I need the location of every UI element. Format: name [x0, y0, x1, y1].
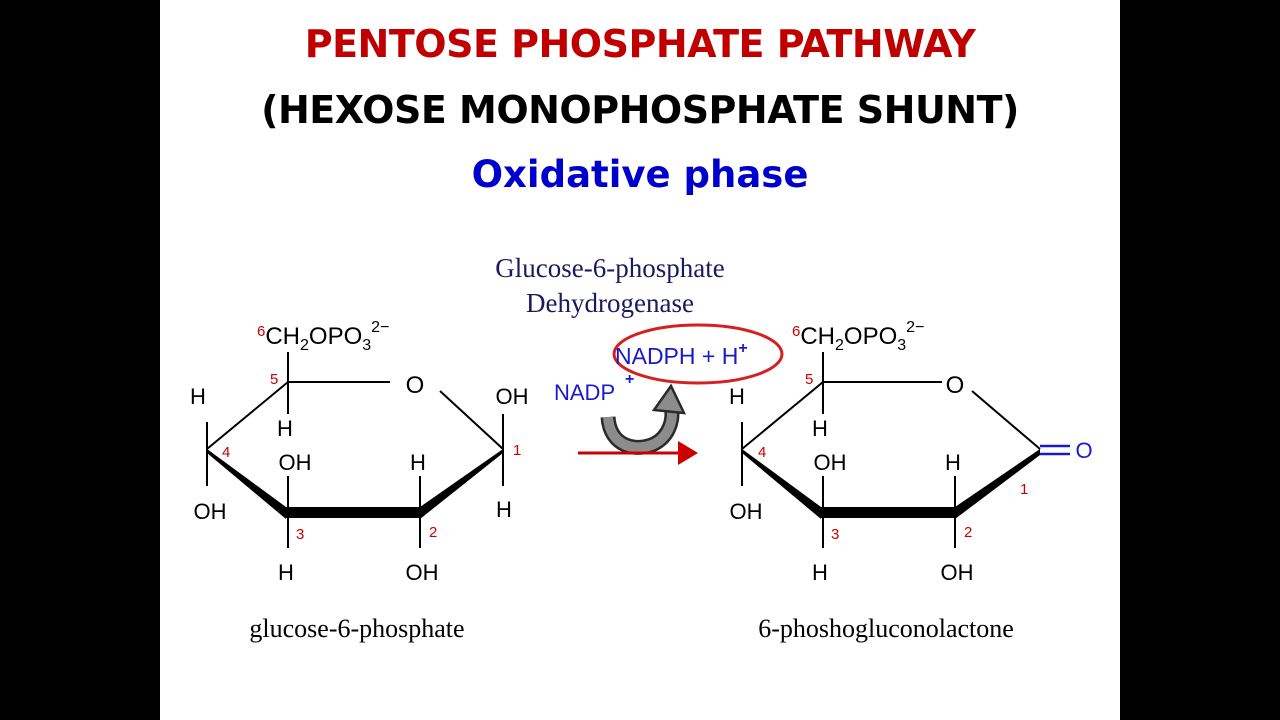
svg-text:OH: OH	[194, 499, 227, 524]
enzyme-name-line2: Dehydrogenase	[526, 288, 694, 318]
nadph-charge: +	[738, 340, 747, 357]
svg-text:OH: OH	[941, 560, 974, 585]
ring-oxygen: O	[406, 372, 425, 399]
phosphate-charge: 2−	[371, 319, 389, 336]
glucose-6-phosphate-structure: 6CH2OPO32− O H H OH H OH OH H	[190, 319, 528, 643]
ring-oxygen: O	[946, 372, 965, 399]
svg-text:OH: OH	[730, 499, 763, 524]
reaction-arrow	[578, 441, 698, 465]
cofactor-curved-arrow	[600, 383, 687, 455]
carbon-number-3: 3	[296, 526, 304, 543]
svg-text:H: H	[812, 560, 828, 585]
carbon-number-1: 1	[513, 442, 521, 459]
svg-text:OH: OH	[279, 450, 312, 475]
carbon-number-5: 5	[270, 371, 278, 388]
slide: PENTOSE PHOSPHATE PATHWAY (HEXOSE MONOPH…	[160, 0, 1120, 720]
enzyme-name-line1: Glucose-6-phosphate	[495, 253, 724, 283]
svg-text:OH: OH	[406, 560, 439, 585]
svg-text:1: 1	[1020, 481, 1028, 498]
substrate-name: glucose-6-phosphate	[249, 614, 464, 643]
nadp-charge: +	[625, 371, 634, 388]
carbonyl-oxygen: O	[1075, 438, 1092, 463]
svg-text:2: 2	[964, 524, 972, 541]
svg-text:6CH2OPO32−: 6CH2OPO32−	[257, 319, 389, 354]
svg-text:6CH2OPO32−: 6CH2OPO32−	[792, 319, 924, 354]
svg-text:5: 5	[805, 371, 813, 388]
carbon-number-6: 6	[257, 323, 265, 340]
opo3-label: OPO	[309, 323, 362, 350]
reaction-diagram: Glucose-6-phosphate Dehydrogenase NADPH …	[190, 253, 1093, 643]
carbon-number-2: 2	[429, 524, 437, 541]
svg-text:3: 3	[831, 526, 839, 543]
svg-text:H: H	[410, 450, 426, 475]
product-name: 6-phoshogluconolactone	[758, 614, 1014, 643]
6-phosphogluconolactone-structure: 6CH2OPO32− O O H H OH H	[729, 319, 1093, 643]
slide-title: PENTOSE PHOSPHATE PATHWAY	[304, 22, 976, 66]
svg-text:OH: OH	[814, 450, 847, 475]
svg-text:H: H	[278, 560, 294, 585]
svg-text:H: H	[277, 416, 293, 441]
nadph-highlight-circle	[612, 323, 784, 385]
nadp-label: NADP	[554, 380, 615, 405]
svg-text:H: H	[190, 384, 206, 409]
svg-text:OH: OH	[496, 384, 529, 409]
svg-text:H: H	[812, 416, 828, 441]
carbon-number-4: 4	[222, 444, 230, 461]
svg-text:H: H	[945, 450, 961, 475]
svg-text:4: 4	[758, 444, 766, 461]
nadph-label: NADPH + H	[615, 343, 738, 369]
svg-text:H: H	[496, 497, 512, 522]
ch2-label: CH	[265, 323, 300, 350]
svg-text:H: H	[729, 384, 745, 409]
svg-text:NADP: NADP	[554, 380, 615, 405]
svg-text:NADPH + H+: NADPH + H+	[615, 340, 748, 369]
slide-subtitle: Oxidative phase	[471, 153, 809, 196]
slide-title-line2: (HEXOSE MONOPHOSPHATE SHUNT)	[261, 88, 1019, 132]
